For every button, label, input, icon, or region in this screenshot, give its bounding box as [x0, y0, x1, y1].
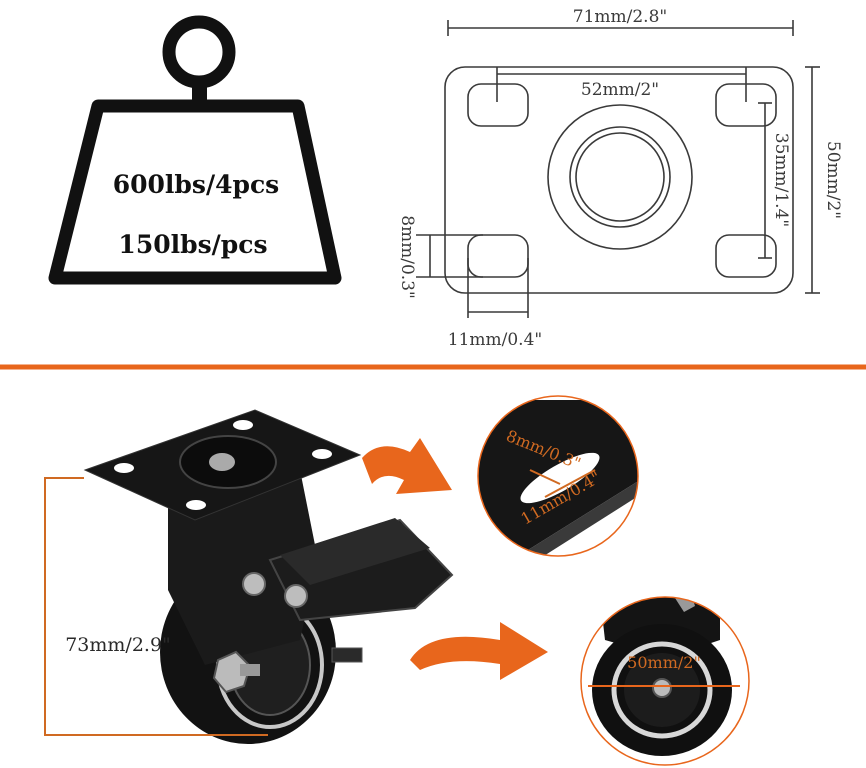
dim-slot-length-label: 11mm/0.4" — [448, 330, 542, 350]
weight-per-piece-label: 150lbs/pcs — [118, 230, 267, 259]
plate-outer-ring — [547, 104, 693, 250]
wheel-detail-border — [580, 596, 750, 766]
dim-total-height-label: 73mm/2.9" — [65, 634, 171, 656]
dim-overall-width-label: 71mm/2.8" — [573, 7, 667, 27]
caster-rivet — [284, 584, 308, 608]
plate-inner-ring — [569, 126, 671, 228]
dim-hole-width-label: 52mm/2" — [581, 80, 659, 100]
slot-detail-circle: 8mm/0.3" 11mm/0.4" — [477, 395, 639, 557]
caster-axle-nut — [212, 650, 252, 694]
weight-ring-icon — [162, 15, 236, 89]
slot-detail-border — [477, 395, 639, 557]
wheel-detail-circle: 50mm/2" — [580, 596, 750, 766]
caster-swivel-bearing — [209, 453, 235, 471]
plate-slot-bottom-right — [715, 234, 777, 278]
wheel-detail-rim — [611, 641, 713, 739]
dim-overall-height-label: 50mm/2" — [823, 141, 843, 219]
plate-outline — [444, 66, 794, 294]
arrow-to-wheel-detail-icon — [410, 622, 548, 680]
dim-total-height-bracket — [44, 477, 268, 736]
dim-slot-width-label: 8mm/0.3" — [397, 215, 417, 299]
weight-badge: 600lbs/4pcs 150lbs/pcs — [48, 15, 342, 285]
wheel-diameter-label: 50mm/2" — [627, 653, 701, 672]
plate-slot-bottom-left — [467, 234, 529, 278]
wheel-detail-hub — [652, 678, 672, 698]
arrow-to-slot-detail-icon — [362, 438, 452, 494]
mounting-plate-drawing — [416, 20, 820, 318]
caster-fork — [168, 470, 318, 665]
plate-slot-top-left — [467, 83, 529, 127]
weight-total-label: 600lbs/4pcs — [113, 170, 280, 199]
caster-rivet — [242, 572, 266, 596]
weight-trapezoid-icon — [48, 99, 342, 285]
slot-detail-hole — [520, 452, 600, 504]
plate-bearing-ring — [575, 132, 665, 222]
caster-illustration — [83, 409, 454, 744]
dim-hole-height-label: 35mm/1.4" — [771, 133, 791, 227]
